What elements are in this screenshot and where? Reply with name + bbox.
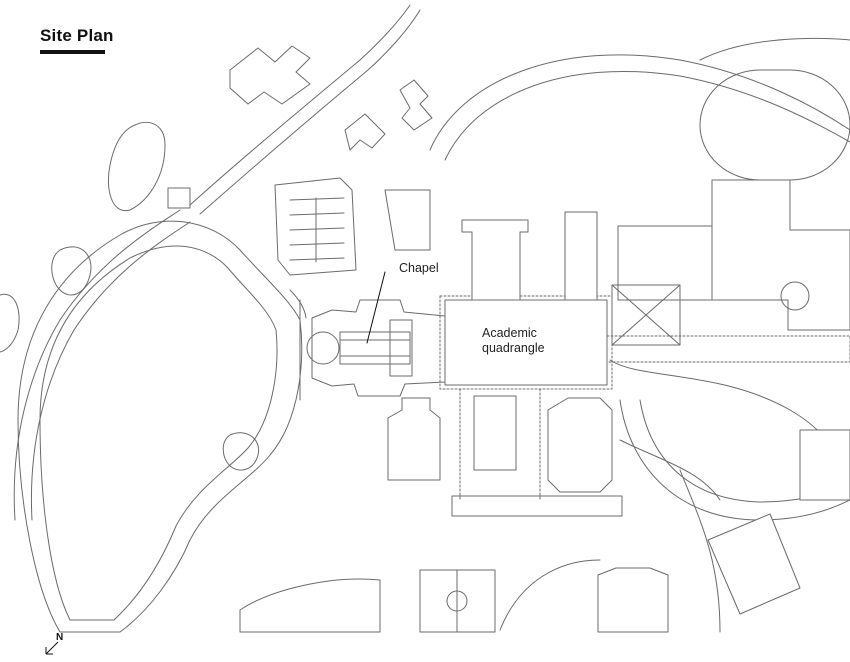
pond-small-3 — [0, 293, 20, 353]
academic-quadrangle — [444, 299, 608, 386]
north-arrow-icon: N — [44, 632, 70, 660]
chapel-nave — [339, 331, 411, 365]
pond-small-4 — [222, 432, 260, 471]
building-quad-s-3 — [547, 397, 613, 493]
building-east — [711, 179, 850, 331]
pond-small-2 — [51, 246, 92, 296]
chapel-transept — [389, 319, 413, 377]
quad-label-line-2: quadrangle — [482, 341, 545, 355]
road-arc-ne — [429, 54, 850, 151]
chapel-building — [311, 299, 446, 397]
building-se-2 — [799, 429, 850, 501]
walk-east — [606, 335, 850, 363]
academic-quadrangle-label: Academic quadrangle — [482, 326, 545, 356]
walk-plaza — [611, 284, 681, 346]
building-quad-n-2 — [564, 211, 598, 301]
road-west — [13, 209, 181, 521]
building-quad-s-2 — [473, 395, 517, 471]
parking-stalls — [289, 197, 345, 263]
building-small-nw — [167, 187, 191, 209]
lake-inner-shore — [39, 245, 278, 621]
building-nw-1 — [229, 45, 311, 105]
north-letter: N — [56, 632, 64, 643]
road-west-2 — [30, 221, 191, 521]
road-arc-ne-2 — [444, 70, 850, 161]
pond-small-1 — [107, 121, 166, 212]
road-circle-big — [699, 37, 850, 61]
building-quad-s-1 — [387, 397, 441, 481]
road-north — [189, 4, 411, 206]
building-quad-n-3 — [384, 189, 431, 251]
building-se-1 — [707, 513, 801, 615]
quad-label-line-1: Academic — [482, 326, 537, 340]
road-north-2 — [199, 9, 421, 215]
chapel-apse — [306, 331, 340, 365]
building-quad-n-1 — [461, 219, 529, 301]
building-n-2 — [399, 79, 433, 131]
title-underline — [40, 50, 105, 54]
building-n-1 — [344, 113, 386, 151]
road-south-curve — [619, 399, 850, 521]
baseball-field — [239, 578, 381, 633]
east-rotunda — [780, 281, 810, 311]
building-south-strip — [451, 495, 623, 517]
chapel-label: Chapel — [399, 261, 439, 275]
lake — [17, 220, 303, 633]
road-se — [499, 559, 601, 631]
chapel-leader — [366, 271, 386, 344]
page-title: Site Plan — [40, 26, 114, 45]
building-ne-long — [617, 225, 714, 301]
building-s-1 — [597, 567, 669, 633]
